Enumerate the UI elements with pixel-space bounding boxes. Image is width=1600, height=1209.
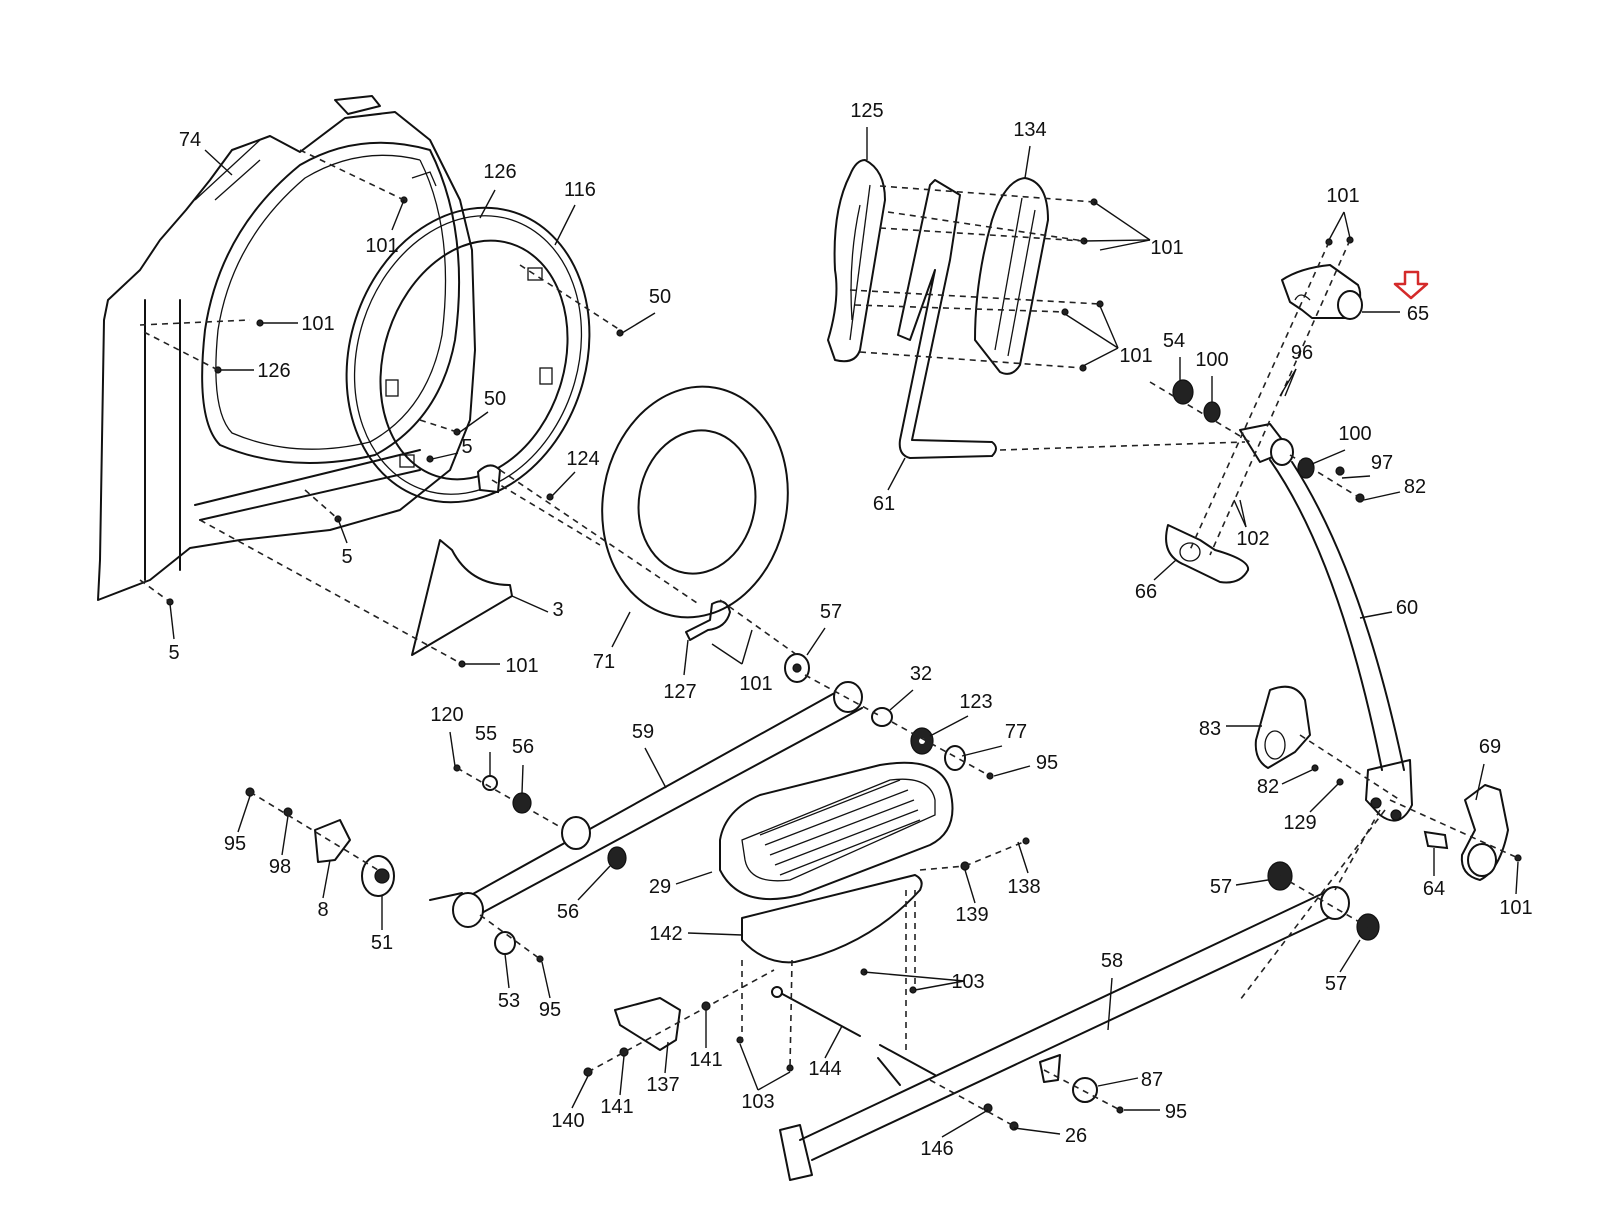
part-74-left-shroud [97, 95, 476, 601]
part-label-134: 134 [1013, 119, 1046, 141]
part-label-87: 87 [1141, 1069, 1163, 1091]
part-label-58: 58 [1101, 950, 1123, 972]
part-label-5: 5 [461, 436, 472, 458]
part-label-126: 126 [257, 360, 290, 382]
highlight-arrow-icon [1393, 270, 1429, 300]
part-label-69: 69 [1479, 736, 1501, 758]
part-label-82: 82 [1404, 476, 1426, 498]
part-label-102: 102 [1236, 528, 1269, 550]
part-label-100: 100 [1338, 423, 1371, 445]
part-label-5: 5 [341, 546, 352, 568]
part-label-66: 66 [1135, 581, 1157, 603]
part-61-handlebar [897, 179, 997, 459]
part-label-51: 51 [371, 932, 393, 954]
part-label-55: 55 [475, 723, 497, 745]
part-label-54: 54 [1163, 330, 1185, 352]
part-58-lower-frame [779, 886, 1350, 1181]
part-127-bracket [685, 600, 731, 641]
part-label-96: 96 [1291, 342, 1313, 364]
part-134-handle-cover [974, 177, 1049, 375]
part-label-50: 50 [484, 388, 506, 410]
part-label-97: 97 [1371, 452, 1393, 474]
part-label-64: 64 [1423, 878, 1445, 900]
part-label-138: 138 [1007, 876, 1040, 898]
part-label-59: 59 [632, 721, 654, 743]
part-label-65: 65 [1407, 303, 1429, 325]
part-label-101: 101 [1150, 237, 1183, 259]
part-144-axle [771, 986, 936, 1086]
part-label-124: 124 [566, 448, 599, 470]
part-label-101: 101 [1119, 345, 1152, 367]
part-label-3: 3 [552, 599, 563, 621]
part-label-126: 126 [483, 161, 516, 183]
part-125-handle-grip [827, 159, 886, 363]
part-label-32: 32 [910, 663, 932, 685]
part-label-141: 141 [600, 1096, 633, 1118]
part-label-101: 101 [365, 235, 398, 257]
part-label-5: 5 [168, 642, 179, 664]
part-label-95: 95 [224, 833, 246, 855]
part-label-127: 127 [663, 681, 696, 703]
part-label-123: 123 [959, 691, 992, 713]
part-65-arm-cap [1281, 264, 1363, 320]
leader-lines [169, 127, 1519, 1138]
part-66-lower-cover [1165, 524, 1250, 584]
part-label-61: 61 [873, 493, 895, 515]
part-label-100: 100 [1195, 349, 1228, 371]
part-69-arm-cover [1460, 784, 1509, 881]
part-label-82: 82 [1257, 776, 1279, 798]
part-label-95: 95 [1165, 1101, 1187, 1123]
part-label-139: 139 [955, 904, 988, 926]
part-label-144: 144 [808, 1058, 841, 1080]
fasteners [166, 196, 1522, 1131]
part-29-pedal [719, 761, 954, 901]
part-137-bumper [614, 997, 681, 1051]
part-label-74: 74 [179, 129, 201, 151]
part-label-116: 116 [564, 179, 596, 201]
part-71-round-cover [601, 385, 789, 619]
part-label-103: 103 [951, 971, 984, 993]
part-label-129: 129 [1283, 812, 1316, 834]
part-3-side-cover [411, 539, 513, 656]
part-label-141: 141 [689, 1049, 722, 1071]
part-label-120: 120 [430, 704, 463, 726]
part-label-56: 56 [512, 736, 534, 758]
part-label-57: 57 [1325, 973, 1347, 995]
part-label-103: 103 [741, 1091, 774, 1113]
part-label-53: 53 [498, 990, 520, 1012]
part-label-95: 95 [539, 999, 561, 1021]
part-label-98: 98 [269, 856, 291, 878]
part-label-101: 101 [739, 673, 772, 695]
part-59-pedal-arm [429, 681, 863, 928]
part-label-57: 57 [1210, 876, 1232, 898]
part-label-137: 137 [646, 1074, 679, 1096]
part-label-60: 60 [1396, 597, 1418, 619]
part-label-29: 29 [649, 876, 671, 898]
part-label-8: 8 [317, 899, 328, 921]
assembly-lines [139, 149, 1519, 1127]
part-label-56: 56 [557, 901, 579, 923]
part-label-140: 140 [551, 1110, 584, 1132]
part-label-101: 101 [1326, 185, 1359, 207]
part-label-101: 101 [301, 313, 334, 335]
part-label-101: 101 [1499, 897, 1532, 919]
part-label-50: 50 [649, 286, 671, 308]
part-label-125: 125 [850, 100, 883, 122]
part-60-upper-arm [1239, 423, 1413, 822]
part-83-arm-cover [1254, 685, 1311, 769]
part-label-71: 71 [593, 651, 615, 673]
part-label-146: 146 [920, 1138, 953, 1160]
part-142-pedal-plate [741, 874, 923, 964]
part-label-142: 142 [649, 923, 682, 945]
part-label-77: 77 [1005, 721, 1027, 743]
part-label-101: 101 [505, 655, 538, 677]
part-label-83: 83 [1199, 718, 1221, 740]
part-label-57: 57 [820, 601, 842, 623]
part-116-ring-shroud [345, 206, 591, 504]
part-label-26: 26 [1065, 1125, 1087, 1147]
part-label-95: 95 [1036, 752, 1058, 774]
